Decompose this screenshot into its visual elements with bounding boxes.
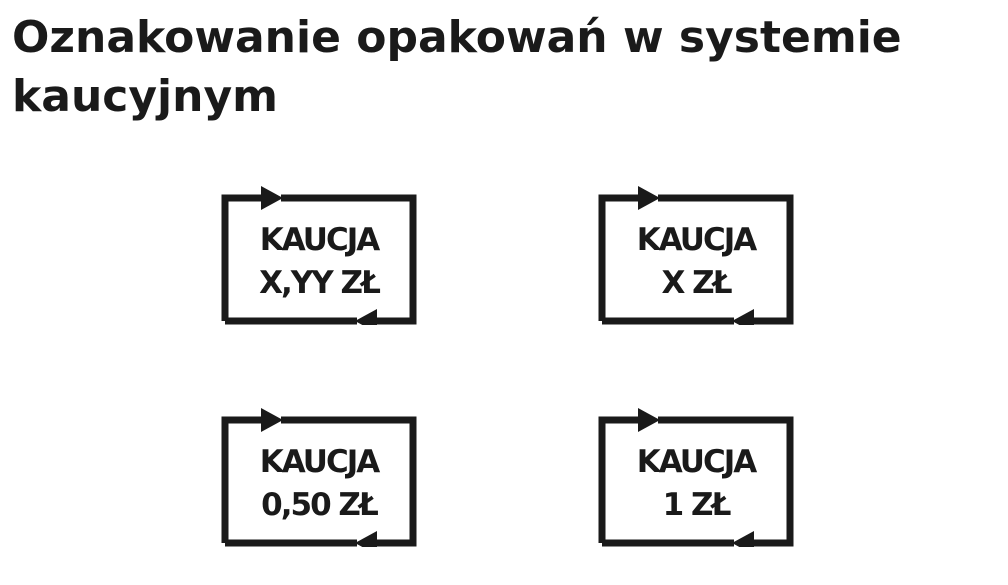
deposit-arrows-icon (221, 186, 417, 325)
deposit-arrows-icon (598, 186, 794, 325)
mark-label: KAUCJA (259, 444, 381, 480)
deposit-mark: KAUCJA 0,50 ZŁ (219, 407, 419, 547)
deposit-mark: KAUCJA X,YY ZŁ (219, 185, 419, 325)
mark-label: KAUCJA (259, 222, 381, 258)
deposit-mark: KAUCJA X ZŁ (596, 185, 796, 325)
mark-label: KAUCJA (636, 444, 758, 480)
mark-amount: 1 ZŁ (662, 487, 732, 523)
mark-amount: X ZŁ (661, 265, 732, 301)
mark-label: KAUCJA (636, 222, 758, 258)
mark-amount: X,YY ZŁ (259, 265, 381, 301)
deposit-mark: KAUCJA 1 ZŁ (596, 407, 796, 547)
mark-amount: 0,50 ZŁ (261, 487, 379, 523)
deposit-arrows-icon (598, 408, 794, 547)
page-title: Oznakowanie opakowań w systemie kaucyjny… (12, 12, 902, 122)
deposit-arrows-icon (221, 408, 417, 547)
